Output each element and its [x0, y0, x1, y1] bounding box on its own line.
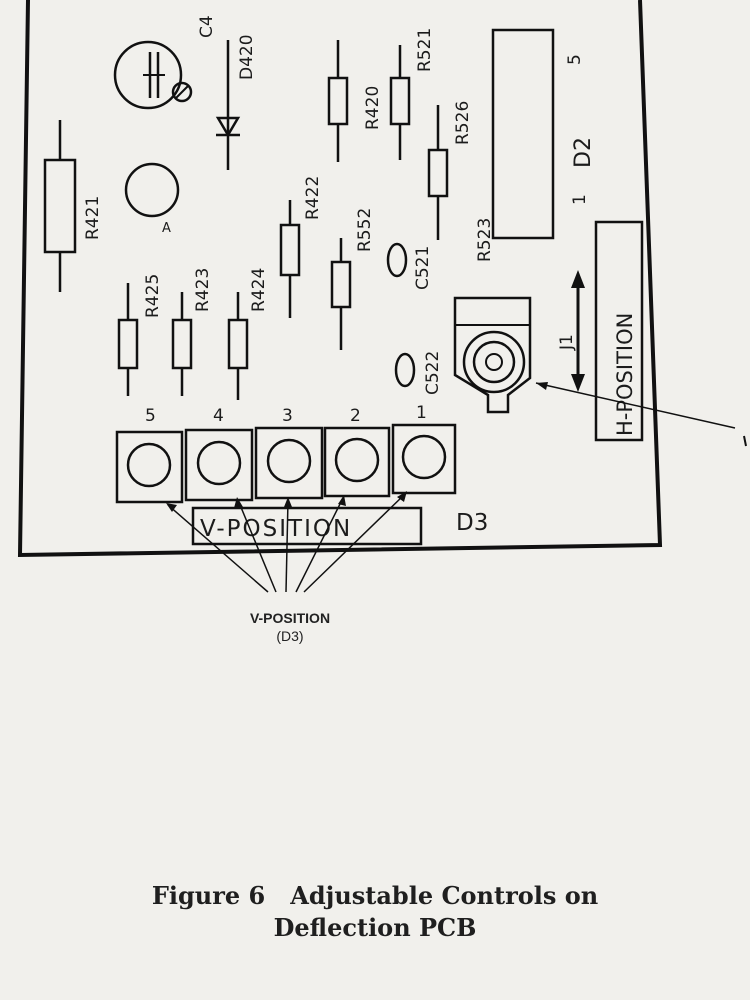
- direction-arrow: [571, 270, 585, 392]
- label-r424: R424: [249, 268, 269, 312]
- connector-d2: [491, 28, 555, 240]
- v-pin-number-3: 3: [282, 406, 293, 426]
- label-d420: D420: [237, 34, 257, 80]
- h-position-label: H-POSITION: [613, 313, 637, 436]
- resistor-r420: [327, 40, 349, 162]
- caption-line-2: Deflection PCB: [273, 913, 477, 942]
- capacitor-c521: [386, 242, 408, 278]
- label-r425: R425: [143, 274, 163, 318]
- resistor-r526: [427, 105, 449, 240]
- v-position-callout-lines: [167, 493, 406, 593]
- figure-caption: Figure 6 Adjustable Controls on Deflecti…: [0, 880, 750, 944]
- resistor-r423: [171, 292, 193, 396]
- label-r521: R521: [415, 28, 435, 72]
- capacitor-c522: [394, 352, 416, 388]
- v-pin-number-1: 1: [416, 403, 427, 423]
- v-position-switches: [115, 423, 457, 504]
- label-r420: R420: [363, 86, 383, 130]
- h-position-callout-line: [535, 382, 736, 429]
- capacitor-c4: [113, 40, 193, 110]
- board-outline: [17, 0, 663, 558]
- resistor-r422: [279, 200, 301, 318]
- v-switch-3: [254, 426, 324, 500]
- h-position-label-box: [594, 220, 644, 442]
- resistor-r425: [117, 283, 139, 396]
- label-j1: J1: [557, 334, 577, 351]
- label-r552: R552: [355, 208, 375, 252]
- v-switch-5: [115, 430, 184, 504]
- v-pin-number-2: 2: [350, 406, 361, 426]
- label-a: A: [162, 221, 171, 236]
- label-d2-pin1: 1: [570, 194, 590, 205]
- v-position-label: V-POSITION: [200, 516, 352, 542]
- label-d2: D2: [571, 137, 596, 168]
- label-d2-pin5: 5: [565, 54, 585, 65]
- label-r422: R422: [303, 176, 323, 220]
- label-r523: R523: [475, 218, 495, 262]
- label-r423: R423: [193, 268, 213, 312]
- resistor-r521: [389, 45, 411, 160]
- h-position-pot-j1: [453, 296, 532, 414]
- resistor-r424: [227, 292, 249, 400]
- label-c522: C522: [423, 351, 443, 395]
- callout-subtitle: (D3): [276, 628, 304, 644]
- diode-d420: [215, 40, 241, 170]
- resistor-r552: [330, 238, 352, 350]
- v-switch-4: [184, 428, 254, 502]
- callout-title: V-POSITION: [249, 610, 331, 626]
- v-pin-number-4: 4: [213, 406, 224, 426]
- v-pin-number-5: 5: [145, 406, 156, 426]
- label-d3: D3: [456, 510, 488, 536]
- test-point-a: [124, 162, 180, 218]
- label-r526: R526: [453, 101, 473, 145]
- v-position-callout: V-POSITION (D3): [190, 609, 390, 645]
- caption-line-1: Figure 6 Adjustable Controls on: [151, 881, 599, 910]
- resistor-r421: [43, 120, 77, 292]
- label-r421: R421: [83, 196, 103, 240]
- label-c521: C521: [413, 246, 433, 290]
- label-c4: C4: [197, 15, 217, 38]
